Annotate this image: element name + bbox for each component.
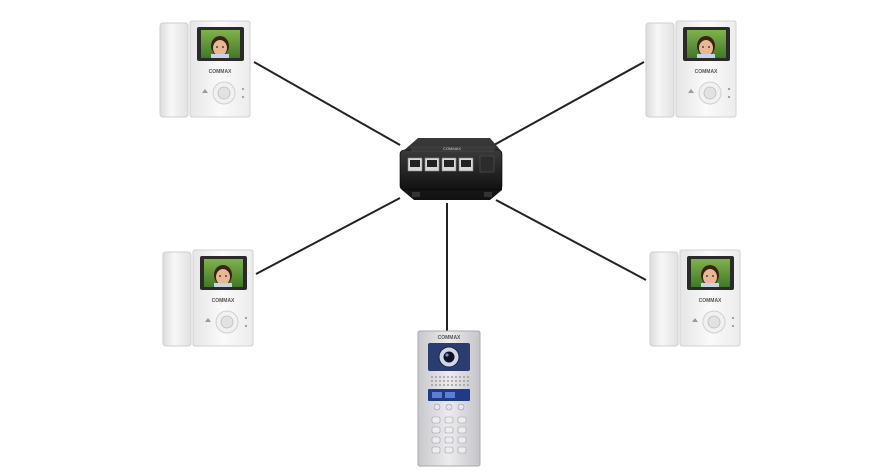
monitor-brand-label: COMMAX: [209, 69, 232, 75]
hub-brand-label: COMMAX: [443, 146, 461, 151]
link-bottom-right: [495, 199, 647, 281]
door-panel-brand-label: COMMAX: [438, 335, 461, 341]
monitor-bottom-left: COMMAX: [162, 249, 254, 347]
link-top-right: [493, 61, 645, 146]
hub-ports: [407, 157, 474, 172]
door-panel: COMMAX: [417, 330, 481, 467]
monitor-brand-label: COMMAX: [212, 298, 235, 304]
link-top-left: [253, 61, 401, 146]
connection-lines: [253, 61, 647, 331]
monitor-top-left: COMMAX: [159, 20, 251, 118]
monitor-top-right: COMMAX: [645, 20, 737, 118]
door-panel-keypad: [431, 416, 467, 454]
link-bottom-left: [255, 197, 401, 275]
monitor-bottom-right: COMMAX: [649, 249, 741, 347]
network-hub: COMMAX: [399, 138, 503, 200]
monitor-brand-label: COMMAX: [695, 69, 718, 75]
monitor-brand-label: COMMAX: [699, 298, 722, 304]
speaker-grille-icon: [431, 376, 469, 386]
door-panel-function-buttons: [433, 403, 465, 411]
